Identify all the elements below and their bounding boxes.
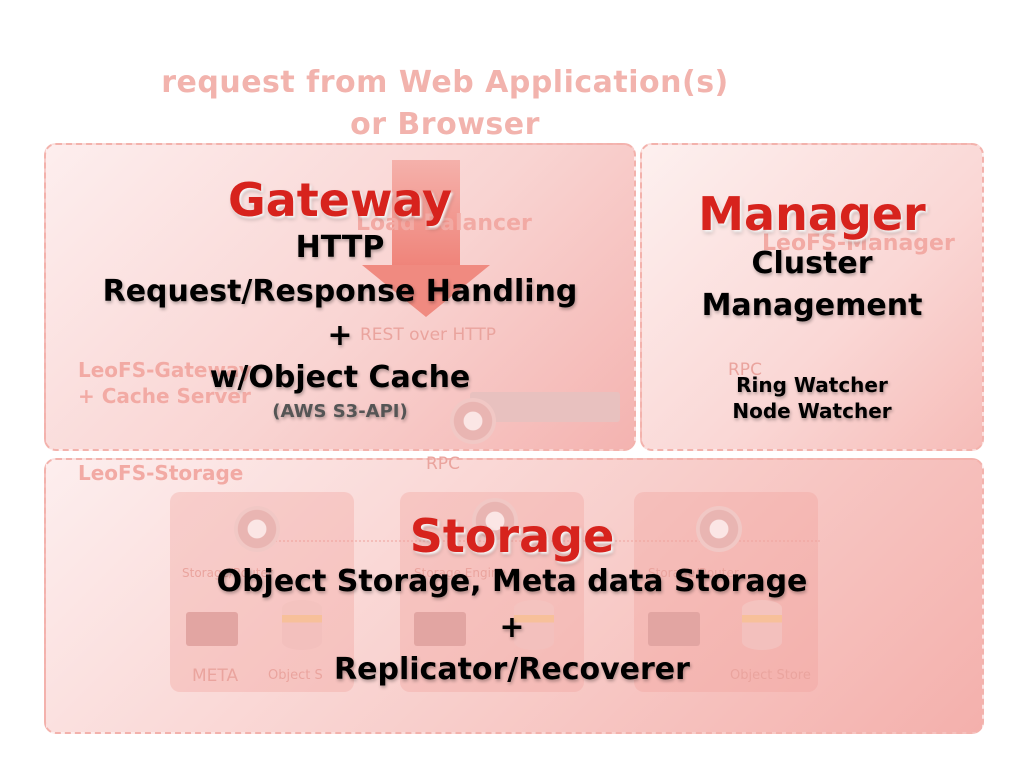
manager-management-line: Management bbox=[701, 288, 923, 323]
storage-object-meta-line: Object Storage, Meta data Storage bbox=[216, 564, 808, 599]
rest-over-http-label: REST over HTTP bbox=[360, 325, 496, 345]
request-line-1: request from Web Application(s) bbox=[161, 65, 729, 100]
storage-gear-icon-3 bbox=[696, 506, 742, 552]
manager-panel bbox=[640, 143, 984, 451]
leofs-gateway-label: LeoFS-Gateway bbox=[78, 358, 252, 382]
gateway-request-response-line: Request/Response Handling bbox=[102, 274, 578, 309]
request-line-2: or Browser bbox=[350, 107, 540, 142]
request-arrow-head bbox=[362, 265, 490, 317]
meta-chip-icon-2 bbox=[414, 612, 466, 646]
object-store-label-3: Object Store bbox=[730, 668, 811, 683]
request-title: request from Web Application(s) or Brows… bbox=[0, 62, 890, 146]
storage-link-line bbox=[260, 540, 820, 542]
gateway-title: Gateway bbox=[227, 173, 453, 227]
leofs-manager-label: LeoFS-Manager bbox=[762, 231, 955, 256]
request-arrow-shaft bbox=[392, 160, 460, 270]
storage-plus: + bbox=[499, 610, 525, 645]
storage-panel bbox=[44, 458, 984, 734]
storage-title: Storage bbox=[409, 509, 615, 563]
object-store-label-1: Object S bbox=[268, 668, 323, 683]
manager-cluster-line: Cluster bbox=[751, 246, 873, 281]
meta-chip-icon-3 bbox=[648, 612, 700, 646]
meta-chip-icon-1 bbox=[186, 612, 238, 646]
cache-server-label: + Cache Server bbox=[78, 384, 251, 408]
storage-gear-icon-2 bbox=[472, 498, 518, 544]
object-store-icon-3 bbox=[742, 600, 782, 650]
storage-engine-label: Storage Engine bbox=[414, 566, 506, 580]
storage-gear-icon-1 bbox=[234, 506, 280, 552]
storage-router-label-1: Storage/Router bbox=[182, 566, 273, 580]
gateway-http-line: HTTP bbox=[295, 230, 385, 265]
leofs-storage-label: LeoFS-Storage bbox=[78, 461, 244, 485]
storage-replicator-line: Replicator/Recoverer bbox=[334, 652, 690, 687]
gateway-api-line: (AWS S3-API) bbox=[272, 401, 408, 422]
meta-label: META bbox=[192, 666, 239, 686]
storage-rpc-label: RPC bbox=[426, 454, 460, 474]
object-store-icon-2 bbox=[514, 600, 554, 650]
node-watcher-label: Node Watcher bbox=[732, 399, 892, 423]
gateway-object-cache-line: w/Object Cache bbox=[209, 360, 471, 395]
ring-watcher-label: Ring Watcher bbox=[736, 373, 888, 397]
gateway-plus: + bbox=[327, 318, 353, 353]
manager-rpc-label: RPC bbox=[728, 360, 762, 380]
object-store-icon-1 bbox=[282, 600, 322, 650]
load-balancer-label: Load Balancer bbox=[356, 211, 532, 236]
storage-router-label-2: Storage/Router bbox=[648, 566, 739, 580]
manager-title: Manager bbox=[698, 187, 926, 241]
gateway-gear-icon bbox=[450, 398, 496, 444]
